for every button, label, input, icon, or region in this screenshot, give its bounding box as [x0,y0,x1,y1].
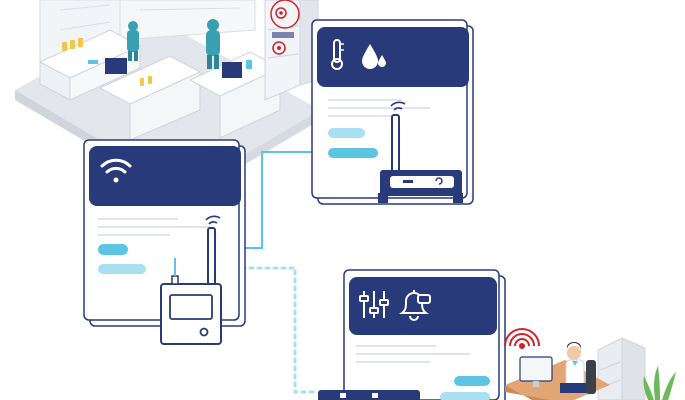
bell-icon [399,290,431,321]
alert-card [318,269,506,400]
broadcast-signal-icon [270,0,300,55]
office-worker-illustration [504,328,676,400]
thermometer-icon [331,39,344,70]
sliders-icon [359,291,389,318]
sensor-card [311,19,474,205]
gateway-card [83,139,246,345]
broadcast-signal-icon [504,328,540,349]
wifi-icon [100,158,132,183]
gateway-device-icon [160,215,222,345]
water-drop-icon [362,44,386,69]
sensor-device-icon [378,101,463,203]
